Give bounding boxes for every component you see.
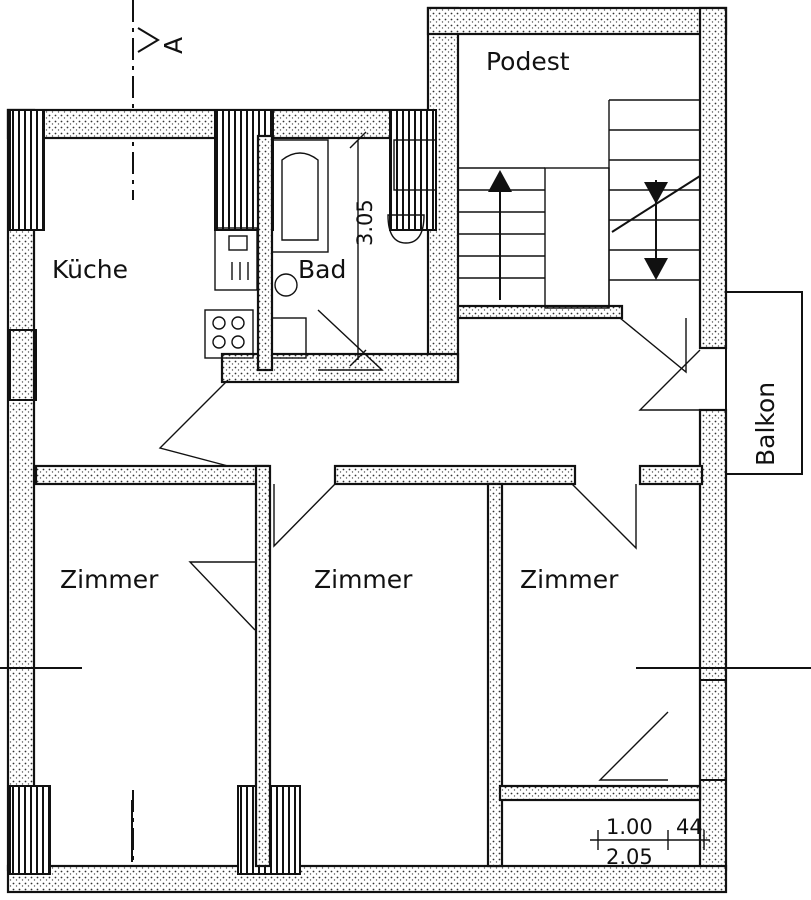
room-label-zimmer-right: Zimmer: [520, 565, 619, 594]
staircase: [458, 99, 701, 309]
room-labels: Podest Küche Bad Zimmer Zimmer Zimmer: [52, 47, 619, 594]
dimension-bath-width: 3.05: [353, 199, 377, 246]
dimension-window-width: 1.00: [606, 815, 653, 839]
room-label-podest: Podest: [486, 47, 570, 76]
room-label-zimmer-middle: Zimmer: [314, 565, 413, 594]
section-marker-label: A: [159, 37, 188, 54]
dimension-wall-offset: 44: [676, 815, 703, 839]
door-swings: [158, 309, 701, 781]
dimensions: 3.05 1.00 44 2.05: [353, 199, 710, 869]
room-label-kueche: Küche: [52, 255, 128, 284]
exterior-lines: [0, 667, 811, 862]
kitchen-fixtures: [204, 227, 258, 359]
room-label-zimmer-left: Zimmer: [60, 565, 159, 594]
inner-walls: [34, 134, 704, 868]
bathroom-fixtures: [271, 131, 437, 367]
room-label-bad: Bad: [298, 255, 346, 284]
balcony: Balkon: [725, 291, 803, 475]
outer-walls: [6, 6, 728, 894]
dimension-total-width: 2.05: [606, 845, 653, 869]
room-label-balkon: Balkon: [751, 382, 780, 466]
